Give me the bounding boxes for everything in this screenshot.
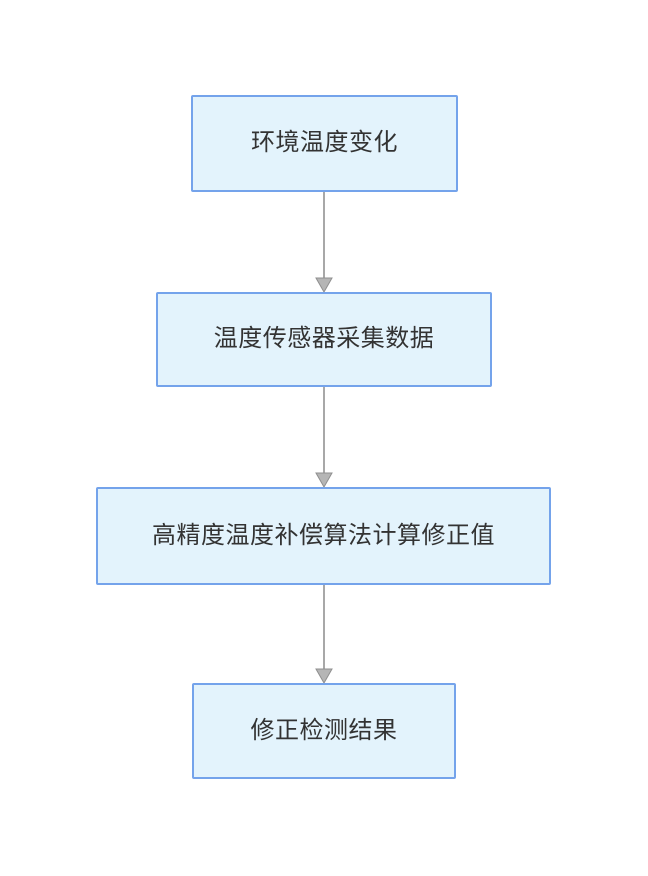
node-label: 温度传感器采集数据 [213, 325, 435, 353]
arrowhead-down-icon [315, 668, 333, 685]
flow-node-compensation-algorithm: 高精度温度补偿算法计算修正值 [96, 487, 551, 585]
arrow-n2-n3 [315, 387, 333, 489]
arrow-n1-n2 [315, 192, 333, 294]
arrowhead-down-icon [315, 472, 333, 489]
flow-node-corrected-result: 修正检测结果 [192, 683, 456, 779]
node-label: 高精度温度补偿算法计算修正值 [152, 521, 495, 549]
flow-node-env-temp-change: 环境温度变化 [191, 95, 458, 192]
arrow-n3-n4 [315, 585, 333, 685]
node-label: 修正检测结果 [250, 716, 398, 744]
node-label: 环境温度变化 [251, 129, 398, 157]
flow-node-sensor-data-collect: 温度传感器采集数据 [156, 292, 492, 387]
arrowhead-down-icon [315, 277, 333, 294]
